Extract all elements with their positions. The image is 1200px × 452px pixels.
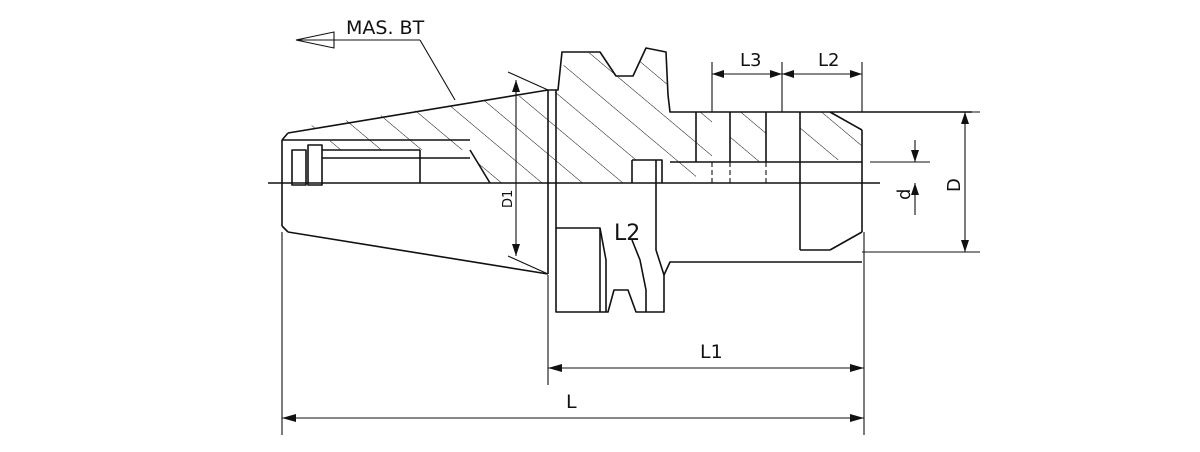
label-l3: L3 (740, 50, 761, 71)
flange-bottom (555, 261, 862, 313)
label-d1: D1 (501, 190, 516, 208)
label-d-large: D (944, 178, 965, 192)
label-taper: MAS. BT (346, 17, 425, 39)
tool-outline (268, 47, 972, 313)
label-l2-top: L2 (818, 50, 839, 71)
label-l2-center: L2 (614, 221, 640, 246)
label-l1: L1 (700, 341, 723, 363)
dimensions (281, 31, 980, 435)
labels: MAS. BT L3 L2 L2 D1 d D L1 L (346, 17, 965, 413)
flange-top (548, 47, 972, 113)
label-d-small: d (894, 189, 915, 200)
taper-upper-edge (287, 89, 549, 134)
taper-lower-edge (287, 231, 549, 275)
label-l: L (566, 391, 577, 413)
